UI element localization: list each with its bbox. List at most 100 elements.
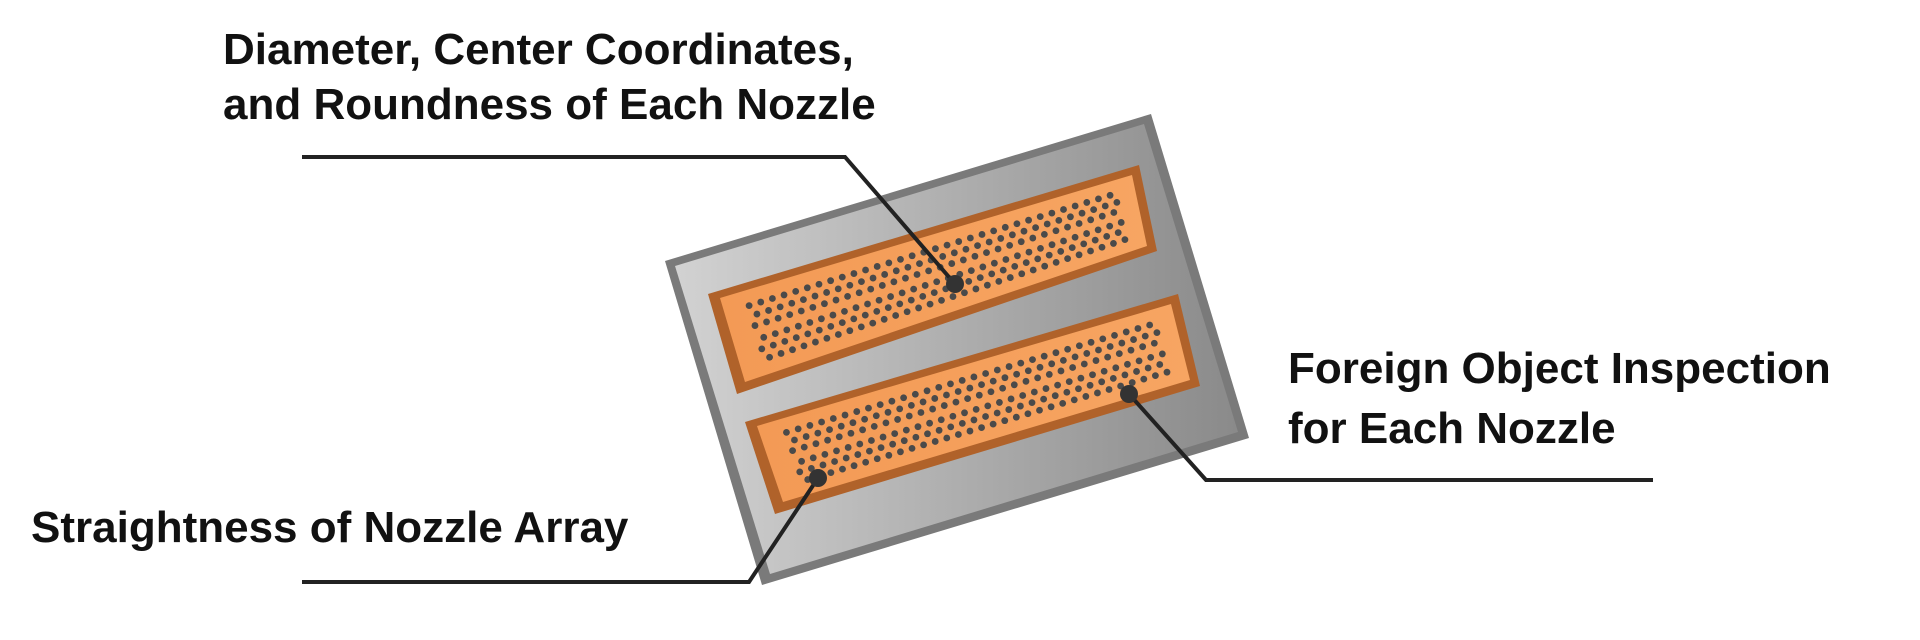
nozzle-dot	[1022, 377, 1030, 385]
nozzle-dot	[797, 307, 805, 315]
nozzle-dot	[861, 311, 869, 319]
nozzle-dot	[1071, 233, 1079, 241]
nozzle-dot	[939, 253, 947, 260]
nozzle-dot	[823, 289, 831, 296]
nozzle-dot	[783, 428, 790, 436]
nozzle-dot	[920, 441, 928, 449]
nozzle-dot	[978, 424, 985, 431]
nozzle-dot	[806, 319, 814, 326]
nozzle-dot	[961, 289, 968, 297]
nozzle-dot	[819, 461, 827, 469]
nozzle-dot	[1127, 346, 1135, 354]
label-foreign-object-line2: for Each Nozzle	[1288, 404, 1616, 453]
nozzle-dot	[1128, 379, 1136, 386]
nozzle-dot	[1077, 374, 1085, 382]
nozzle-dot	[1060, 206, 1067, 213]
nozzle-dot	[971, 252, 979, 260]
nozzle-dot	[777, 350, 785, 357]
nozzle-dot	[1098, 243, 1106, 251]
nozzle-dot	[1090, 206, 1098, 213]
nozzle-dot	[792, 287, 800, 295]
nozzle-dot	[847, 429, 855, 437]
nozzle-dot	[844, 444, 852, 451]
nozzle-dot	[1041, 262, 1049, 270]
nozzle-dot	[1104, 353, 1112, 361]
nozzle-dot	[1040, 231, 1048, 238]
nozzle-dot	[1025, 248, 1033, 256]
nozzle-dot	[987, 388, 995, 396]
nozzle-dot	[892, 312, 900, 319]
nozzle-dot	[794, 322, 802, 330]
nozzle-dot	[913, 271, 921, 278]
nozzle-dot	[954, 388, 962, 395]
nozzle-dot	[1078, 209, 1086, 217]
nozzle-dot	[837, 422, 845, 430]
nozzle-dot	[1037, 244, 1044, 252]
nozzle-dot	[827, 277, 835, 285]
nozzle-dot	[982, 370, 990, 377]
nozzle-dot	[990, 259, 998, 267]
nozzle-dot	[952, 398, 960, 406]
nozzle-dot	[1048, 209, 1056, 217]
nozzle-dot	[1106, 191, 1114, 199]
nozzle-dot	[1118, 339, 1126, 347]
nozzle-dot	[1019, 392, 1027, 399]
nozzle-dot	[862, 458, 870, 466]
nozzle-dot	[821, 450, 829, 458]
nozzle-dot	[858, 278, 865, 286]
nozzle-dot	[1028, 399, 1036, 407]
leader-top	[302, 155, 964, 293]
nozzle-dot	[852, 304, 860, 312]
nozzle-dot	[1057, 247, 1065, 255]
nozzle-dot	[962, 245, 970, 253]
nozzle-dot	[996, 399, 1003, 406]
nozzle-dot	[1098, 212, 1106, 220]
nozzle-dot	[938, 296, 945, 304]
nozzle-dot	[1025, 216, 1032, 224]
nozzle-dot	[833, 447, 840, 455]
nozzle-dot	[955, 238, 963, 245]
label-diameter-line2: and Roundness of Each Nozzle	[223, 80, 876, 129]
nozzle-dot	[776, 303, 784, 311]
nozzle-dot	[824, 436, 831, 444]
nozzle-dot	[766, 353, 773, 361]
nozzle-dot	[873, 307, 881, 315]
nozzle-dot	[988, 270, 996, 278]
nozzle-dot	[855, 289, 863, 297]
nozzle-dot	[894, 416, 902, 423]
nozzle-dot	[1005, 406, 1013, 413]
nozzle-dot	[1029, 234, 1037, 242]
nozzle-dot	[869, 274, 877, 282]
nozzle-dot	[814, 429, 822, 437]
nozzle-dot	[838, 273, 846, 281]
nozzle-dot	[912, 433, 920, 441]
nozzle-dot	[933, 278, 941, 286]
nozzle-dot	[961, 409, 968, 417]
nozzle-dot	[802, 433, 810, 440]
nozzle-dot	[965, 277, 973, 285]
nozzle-dot	[1043, 220, 1051, 228]
nozzle-dot	[887, 293, 894, 300]
nozzle-dot	[1036, 406, 1043, 414]
nozzle-dot	[806, 422, 814, 429]
nozzle-dot	[919, 398, 927, 406]
nozzle-dot	[926, 300, 934, 308]
nozzle-dot	[873, 263, 881, 270]
nozzle-dot	[972, 285, 980, 293]
nozzle-dot	[1018, 270, 1026, 278]
nozzle-dot	[925, 267, 933, 275]
nozzle-dot	[1080, 360, 1088, 368]
nozzle-dot	[1122, 328, 1130, 336]
nozzle-dot	[803, 284, 811, 292]
nozzle-dot	[1114, 229, 1122, 237]
nozzle-dot	[1112, 364, 1120, 372]
nozzle-dot	[861, 415, 869, 423]
nozzle-dot	[1075, 220, 1083, 227]
nozzle-dot	[966, 427, 974, 435]
nozzle-dot	[839, 465, 846, 473]
nozzle-dot	[930, 289, 938, 297]
nozzle-dot	[978, 231, 986, 238]
nozzle-dot	[1054, 381, 1062, 389]
nozzle-dot	[781, 337, 789, 345]
leader-dot	[1120, 385, 1138, 403]
